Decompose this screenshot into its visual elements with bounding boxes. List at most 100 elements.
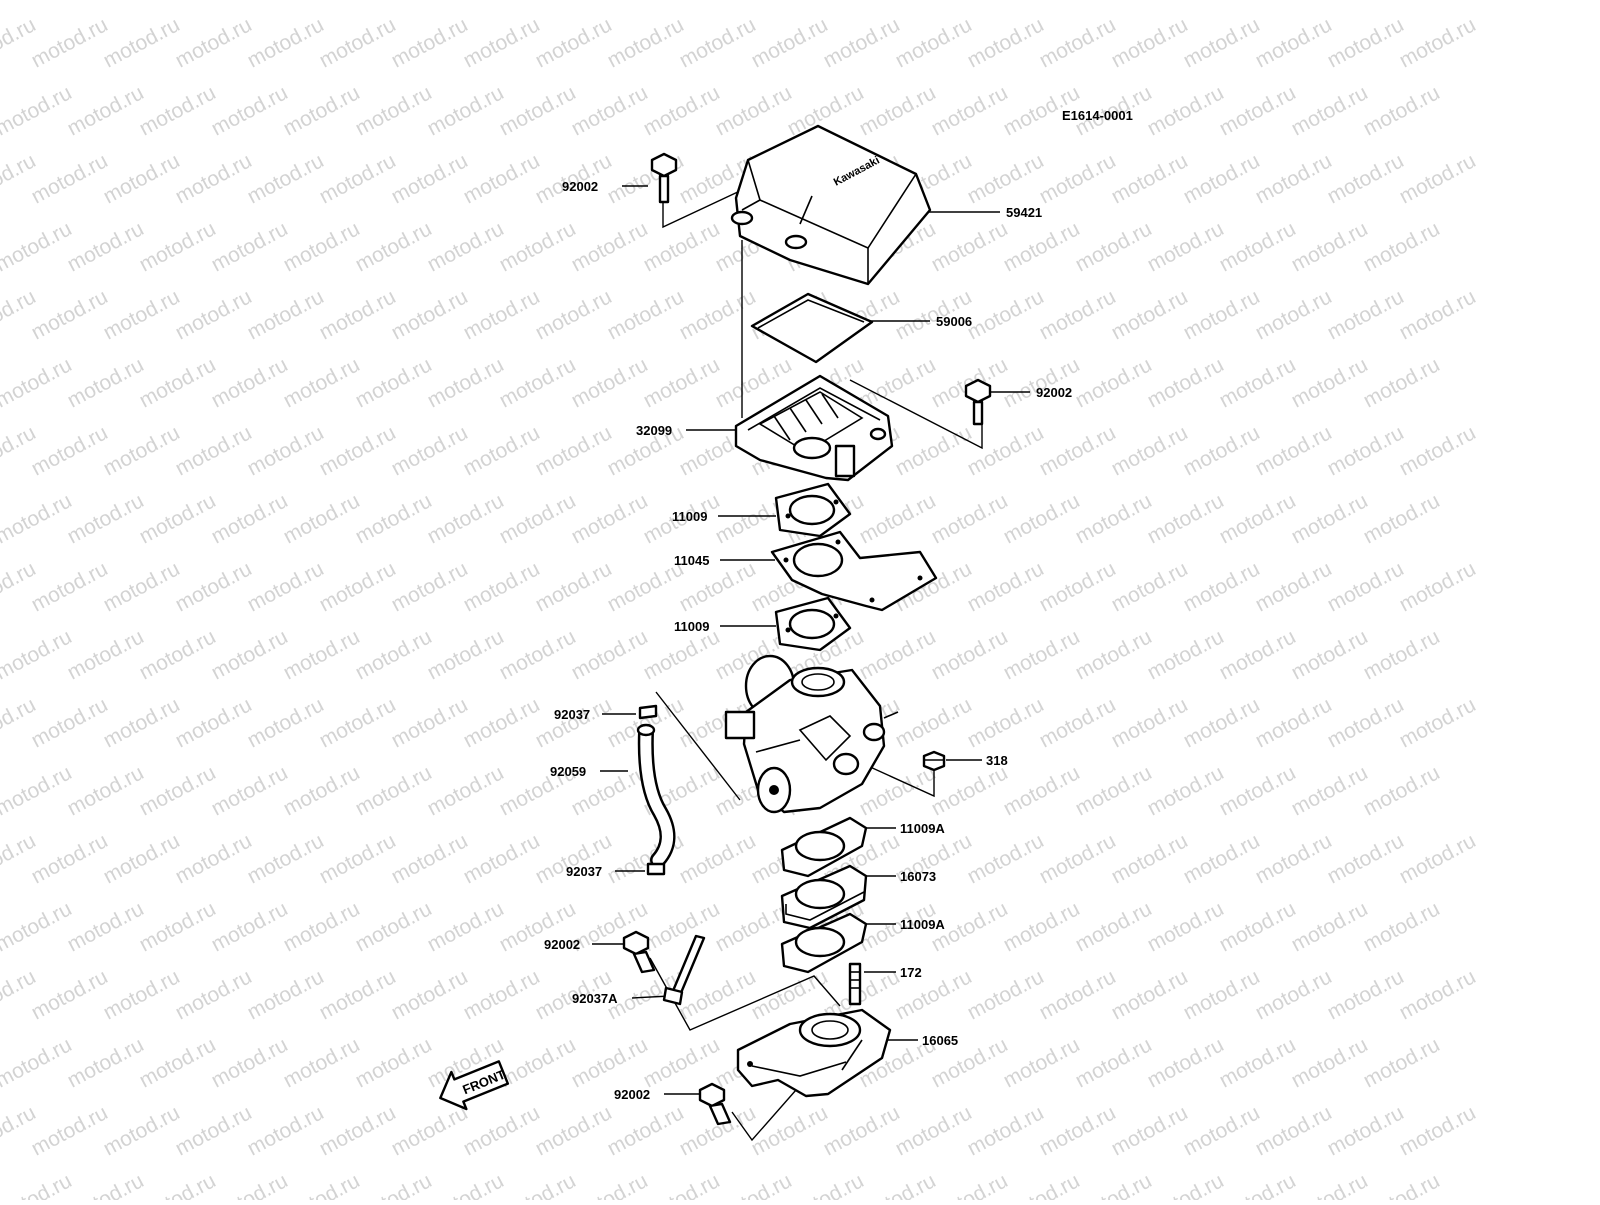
gasket-11009a-lower — [780, 912, 868, 974]
watermark-text: motod.ru — [1396, 149, 1480, 208]
label-92002-left: 92002 — [544, 937, 580, 952]
watermark-text: motod.ru — [1000, 897, 1084, 956]
watermark-text: motod.ru — [1000, 0, 1084, 4]
watermark-text: motod.ru — [460, 829, 544, 888]
watermark-text: motod.ru — [1360, 897, 1444, 956]
gasket-11009-lower — [774, 596, 852, 652]
watermark-text: motod.ru — [28, 829, 112, 888]
watermark-text: motod.ru — [1108, 13, 1192, 72]
watermark-text: motod.ru — [460, 693, 544, 752]
watermark-text: motod.ru — [1072, 897, 1156, 956]
nut-318 — [922, 750, 946, 772]
label-32099: 32099 — [636, 423, 672, 438]
watermark-text: motod.ru — [208, 625, 292, 684]
watermark-text: motod.ru — [424, 0, 508, 4]
watermark-text: motod.ru — [496, 489, 580, 548]
watermark-text: motod.ru — [1072, 0, 1156, 4]
watermark-text: motod.ru — [280, 81, 364, 140]
watermark-text: motod.ru — [1396, 693, 1480, 752]
watermark-text: motod.ru — [568, 1169, 652, 1200]
watermark-text: motod.ru — [352, 0, 436, 4]
watermark-text: motod.ru — [100, 965, 184, 1024]
watermark-text: motod.ru — [640, 353, 724, 412]
watermark-text: motod.ru — [1000, 489, 1084, 548]
watermark-text: motod.ru — [1216, 625, 1300, 684]
label-92037-upper: 92037 — [554, 707, 590, 722]
watermark-text: motod.ru — [964, 557, 1048, 616]
watermark-text: motod.ru — [532, 1101, 616, 1160]
bolt-92002-left — [622, 930, 656, 974]
watermark-text: motod.ru — [1180, 965, 1264, 1024]
watermark-text: motod.ru — [1288, 489, 1372, 548]
watermark-text: motod.ru — [1216, 217, 1300, 276]
label-92037a: 92037A — [572, 991, 618, 1006]
watermark-text: motod.ru — [136, 81, 220, 140]
watermark-text: motod.ru — [928, 1169, 1012, 1200]
part-labels: 92002 59421 59006 92002 32099 11009 1104… — [544, 179, 1072, 1102]
watermark-text: motod.ru — [0, 625, 76, 684]
watermark-text: motod.ru — [1180, 693, 1264, 752]
watermark-text: motod.ru — [280, 761, 364, 820]
watermark-text: motod.ru — [136, 353, 220, 412]
label-11009a-lower: 11009A — [900, 917, 945, 932]
watermark-text: motod.ru — [1144, 1169, 1228, 1200]
watermark-text: motod.ru — [1180, 421, 1264, 480]
watermark-text: motod.ru — [280, 353, 364, 412]
watermark-text: motod.ru — [208, 353, 292, 412]
watermark-text: motod.ru — [1216, 489, 1300, 548]
label-318: 318 — [986, 753, 1008, 768]
watermark-text: motod.ru — [424, 489, 508, 548]
watermark-text: motod.ru — [892, 13, 976, 72]
watermark-text: motod.ru — [1324, 965, 1408, 1024]
watermark-text: motod.ru — [208, 1169, 292, 1200]
watermark-text: motod.ru — [640, 897, 724, 956]
watermark-text: motod.ru — [388, 421, 472, 480]
watermark-text: motod.ru — [1324, 829, 1408, 888]
watermark-text: motod.ru — [676, 829, 760, 888]
watermark-text: motod.ru — [1396, 1101, 1480, 1160]
label-172: 172 — [900, 965, 922, 980]
watermark-text: motod.ru — [352, 761, 436, 820]
watermark-text: motod.ru — [1180, 285, 1264, 344]
watermark-text: motod.ru — [1000, 1169, 1084, 1200]
watermark-text: motod.ru — [1396, 829, 1480, 888]
watermark-text: motod.ru — [1288, 353, 1372, 412]
watermark-text: motod.ru — [388, 285, 472, 344]
watermark-text: motod.ru — [244, 1101, 328, 1160]
watermark-text: motod.ru — [64, 217, 148, 276]
watermark-text: motod.ru — [28, 13, 112, 72]
watermark-text: motod.ru — [892, 421, 976, 480]
watermark-text: motod.ru — [1252, 829, 1336, 888]
watermark-text: motod.ru — [424, 761, 508, 820]
watermark-text: motod.ru — [352, 353, 436, 412]
watermark-text: motod.ru — [928, 353, 1012, 412]
air-cleaner-case — [734, 374, 894, 482]
watermark-text: motod.ru — [640, 1169, 724, 1200]
watermark-text: motod.ru — [136, 489, 220, 548]
watermark-text: motod.ru — [928, 625, 1012, 684]
watermark-text: motod.ru — [64, 81, 148, 140]
watermark-text: motod.ru — [136, 217, 220, 276]
watermark-text: motod.ru — [1108, 285, 1192, 344]
watermark-text: motod.ru — [28, 285, 112, 344]
watermark-text: motod.ru — [1000, 353, 1084, 412]
watermark-text: motod.ru — [748, 13, 832, 72]
watermark-text: motod.ru — [1324, 421, 1408, 480]
watermark-text: motod.ru — [172, 1101, 256, 1160]
watermark-text: motod.ru — [1108, 557, 1192, 616]
watermark-text: motod.ru — [64, 897, 148, 956]
watermark-text: motod.ru — [568, 489, 652, 548]
watermark-text: motod.ru — [64, 625, 148, 684]
watermark-text: motod.ru — [244, 285, 328, 344]
watermark-text: motod.ru — [892, 693, 976, 752]
watermark-text: motod.ru — [640, 0, 724, 4]
watermark-text: motod.ru — [1216, 1033, 1300, 1092]
watermark-text: motod.ru — [1180, 1101, 1264, 1160]
watermark-text: motod.ru — [1252, 693, 1336, 752]
watermark-text: motod.ru — [640, 81, 724, 140]
gasket-11009a-upper — [780, 816, 868, 878]
watermark-text: motod.ru — [532, 557, 616, 616]
watermark-text: motod.ru — [1360, 353, 1444, 412]
front-arrow: FRONT — [439, 1060, 510, 1111]
label-92002-top: 92002 — [562, 179, 598, 194]
